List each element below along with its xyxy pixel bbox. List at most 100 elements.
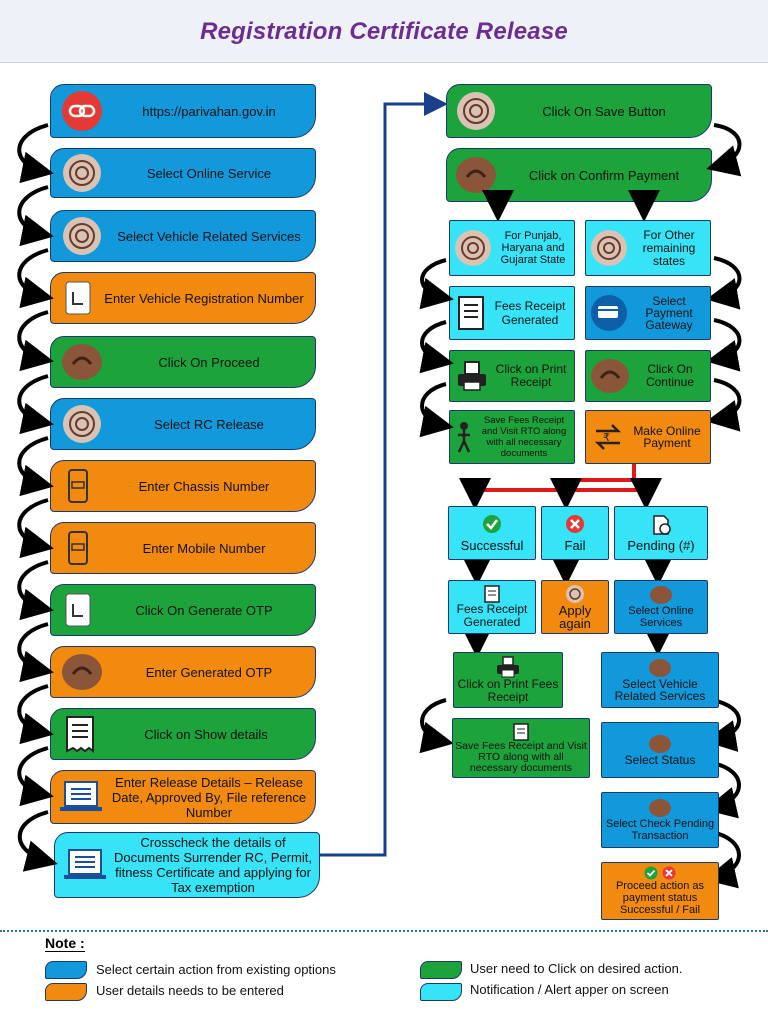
connector-arrow: [17, 248, 54, 309]
note-title: Note :: [45, 935, 85, 952]
status-icons: [644, 866, 676, 880]
status-label: Pending (#): [627, 537, 695, 553]
connector-arrow: [17, 560, 54, 621]
link-icon: [62, 91, 102, 131]
step-label: Select Vehicle Related Services: [117, 228, 301, 244]
legend-cyan-text: Notification / Alert apper on screen: [470, 982, 669, 997]
step-release-details: Enter Release Details – Release Date, Ap…: [50, 770, 316, 824]
header-bar: Registration Certificate Release: [0, 0, 768, 63]
step-label: Fees Receipt Generated: [456, 602, 528, 629]
step-label: Click On Generate OTP: [135, 602, 273, 618]
fail-apply-again: Apply again: [541, 580, 609, 634]
printer-icon: [458, 361, 486, 391]
legend-orange-swatch: [45, 983, 87, 1001]
success-print: Click on Print Fees Receipt: [453, 652, 563, 708]
connector-arrow: [17, 436, 54, 497]
receipt-icon: [484, 585, 500, 603]
step-website: https://parivahan.gov.in: [50, 84, 316, 138]
mobile-phone-icon: [65, 593, 91, 627]
branch-b-state: For Other remaining states: [585, 220, 711, 276]
step-label: Click On Proceed: [158, 354, 260, 370]
click-hand-icon: [649, 799, 671, 817]
fingerprint-hand-icon: [591, 230, 627, 266]
pending-proceed-action: Proceed action as payment status Success…: [601, 862, 719, 920]
mobile-phone-icon: [68, 469, 88, 503]
cross-circle-icon: [566, 514, 584, 533]
step-label: Select Payment Gateway: [645, 294, 693, 332]
connector-arrow: [419, 382, 454, 438]
click-hand-icon: [62, 654, 102, 690]
connector-arrow: [17, 684, 54, 745]
click-hand-icon: [649, 734, 671, 753]
step-registration-number: Enter Vehicle Registration Number: [50, 272, 316, 324]
bridge-connector: [320, 92, 448, 857]
status-branch-lines: [459, 464, 674, 658]
legend-cyan-swatch: [420, 983, 462, 1001]
step-label: Enter Chassis Number: [138, 478, 270, 494]
connector-arrow: [17, 310, 54, 372]
step-label: Select Vehicle Related Services: [614, 677, 706, 703]
step-label: Click on Confirm Payment: [528, 167, 680, 183]
branch-a-connectors: [419, 258, 454, 754]
laptop-list-icon: [64, 849, 106, 879]
legend-green-text: User need to Click on desired action.: [470, 961, 683, 976]
branch-b-gateway: Select Payment Gateway: [585, 286, 711, 340]
laptop-list-icon: [60, 781, 102, 811]
step-label: Enter Generated OTP: [145, 664, 273, 680]
success-visit: Save Fees Receipt and Visit RTO along wi…: [452, 718, 590, 778]
legend-green-swatch: [420, 961, 462, 979]
rupee-exchange-icon: ₹: [594, 424, 622, 450]
connector-arrow: [17, 498, 54, 559]
step-label: Crosscheck the details of Documents Surr…: [114, 835, 312, 895]
step-label: Select Status: [624, 752, 696, 767]
step-label: Click on Print Receipt: [495, 362, 567, 389]
step-label: Select Online Service: [146, 165, 272, 181]
right-connectors: [704, 123, 742, 889]
mobile-phone-icon: [68, 531, 88, 565]
step-label: Click On Save Button: [542, 103, 666, 119]
check-circle-icon: [483, 514, 501, 533]
connector-arrow: [17, 746, 54, 807]
connector-arrow: [17, 185, 54, 247]
fingerprint-hand-icon: [457, 92, 495, 130]
status-pending: Pending (#): [614, 506, 708, 560]
cross-circle-icon: [662, 866, 676, 880]
fingerprint-hand-icon: [455, 230, 491, 266]
step-label: Apply again: [558, 603, 592, 631]
card-payment-icon: [591, 295, 627, 331]
note-divider: [0, 930, 768, 932]
status-fail: Fail: [541, 506, 609, 560]
step-label: Enter Vehicle Registration Number: [104, 290, 304, 306]
connector-arrow: [17, 810, 58, 872]
page-title: Registration Certificate Release: [200, 18, 568, 45]
connector-arrow: [706, 123, 742, 177]
connector-arrow: [419, 320, 454, 374]
step-label: Select Check Pending Transaction: [605, 818, 715, 842]
pending-online-services: Select Online Services: [614, 580, 708, 634]
step-chassis-number: Enter Chassis Number: [50, 460, 316, 512]
pending-status: Select Status: [601, 722, 719, 778]
status-successful: Successful: [448, 506, 536, 560]
step-proceed: Click On Proceed: [50, 336, 316, 388]
pending-vehicle-services: Select Vehicle Related Services: [601, 652, 719, 708]
branch-b-continue: Click On Continue: [585, 350, 711, 402]
printer-icon: [497, 656, 519, 678]
connector-arrow: [706, 378, 742, 432]
branch-arrows: [482, 190, 660, 222]
svg-text:₹: ₹: [603, 431, 610, 444]
branch-a-state: For Punjab, Haryana and Gujarat State: [449, 220, 575, 276]
branch-a-print: Click on Print Receipt: [449, 350, 575, 402]
step-enter-otp: Enter Generated OTP: [50, 646, 316, 698]
legend-blue-text: Select certain action from existing opti…: [96, 962, 336, 977]
connector-arrow: [706, 256, 742, 310]
connector-arrow: [419, 698, 454, 754]
receipt-icon: [66, 716, 94, 753]
step-label: Save Fees Receipt and Visit RTO along wi…: [455, 739, 587, 774]
click-hand-icon: [650, 586, 672, 604]
connector-arrow: [17, 123, 54, 184]
click-hand-icon: [62, 344, 102, 380]
connector-arrow: [419, 258, 454, 310]
legend-orange-text: User details needs to be entered: [96, 983, 284, 998]
click-hand-icon: [456, 157, 496, 193]
check-circle-icon: [644, 866, 658, 880]
